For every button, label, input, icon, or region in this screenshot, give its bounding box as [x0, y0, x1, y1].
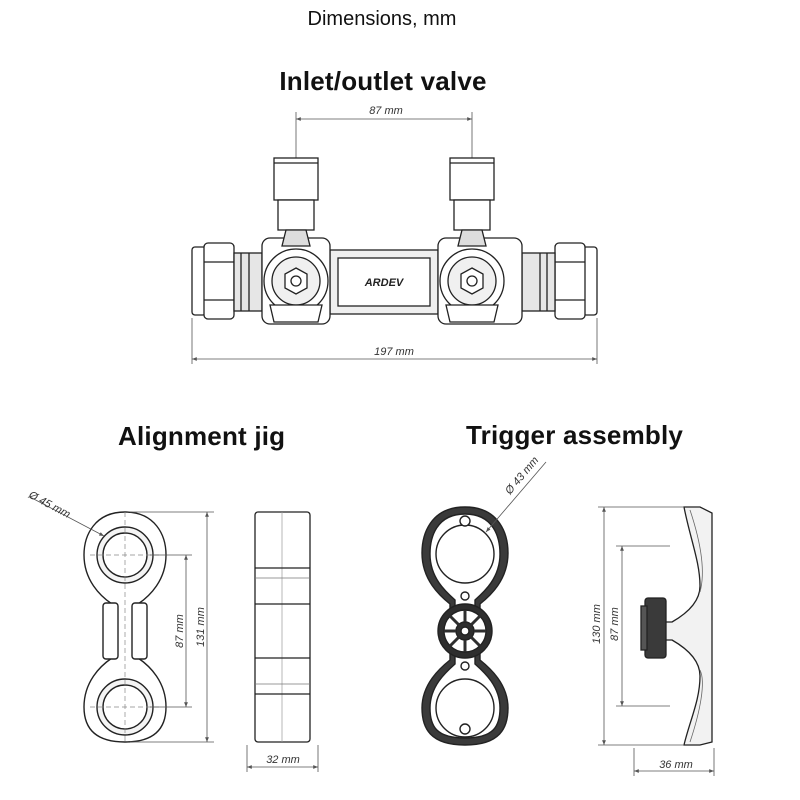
jig-dim-diameter-label: Ø 45 mm — [26, 489, 72, 521]
jig-side-view — [254, 511, 311, 743]
trigger-dim-width — [633, 748, 715, 776]
trigger-dim-spacing-label: 87 mm — [609, 607, 621, 641]
jig-dim-width-label: 32 mm — [266, 754, 300, 766]
valve-right-union — [521, 242, 598, 320]
trigger-dim-diameter-label: Ø 43 mm — [502, 455, 541, 498]
jig-dim-spacing — [150, 554, 192, 708]
valve-left-union — [191, 242, 263, 320]
valve-dim-spacing — [295, 112, 473, 160]
valve-right-assembly — [437, 157, 523, 325]
jig-dim-width — [246, 745, 319, 772]
valve-dim-length-label: 197 mm — [374, 346, 414, 358]
page-header-title: Dimensions, mm — [307, 8, 457, 30]
jig-dim-diameter — [29, 496, 105, 537]
trigger-section-title: Trigger assembly — [466, 420, 684, 450]
trigger-dim-height — [598, 506, 684, 746]
trigger-dim-width-label: 36 mm — [659, 759, 693, 771]
jig-dim-spacing-label: 87 mm — [174, 614, 186, 648]
valve-dim-length — [191, 318, 598, 364]
jig-section-title: Alignment jig — [118, 421, 286, 451]
jig-dim-height-label: 131 mm — [195, 607, 207, 647]
valve-left-assembly — [261, 157, 331, 325]
trigger-dim-spacing — [616, 545, 670, 707]
valve-central-body: ARDEV — [329, 249, 439, 315]
trigger-dim-diameter — [485, 461, 547, 533]
jig-dim-height — [130, 511, 214, 743]
valve-section-title: Inlet/outlet valve — [279, 66, 487, 96]
valve-dim-spacing-label: 87 mm — [369, 105, 403, 117]
jig-front-view — [83, 511, 167, 743]
valve-brand-mark: ARDEV — [364, 277, 405, 289]
trigger-front-view — [421, 506, 509, 746]
trigger-side-view — [640, 506, 713, 746]
valve-drawing: 87 mm ARDEV — [191, 105, 598, 364]
trigger-dim-height-label: 130 mm — [591, 604, 603, 644]
